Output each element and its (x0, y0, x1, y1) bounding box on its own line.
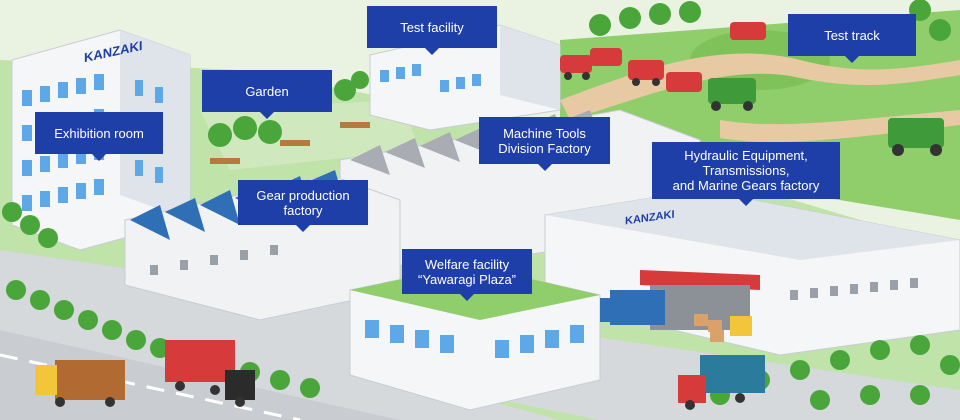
machine-tools-label[interactable]: Machine Tools Division Factory (479, 117, 610, 171)
test-track-label[interactable]: Test track (788, 14, 916, 63)
hydraulic-label-line1: Hydraulic Equipment, (684, 148, 808, 163)
trucks (35, 290, 765, 410)
welfare-label-line1: Welfare facility (424, 256, 510, 272)
hydraulic-label-line2: Transmissions, (702, 163, 790, 178)
welfare-facility-label[interactable]: Welfare facility “Yawaragi Plaza” (402, 249, 532, 301)
welfare-windows (365, 320, 584, 358)
hydraulic-factory-windows (790, 278, 918, 300)
gear-production-windows (150, 245, 278, 275)
gear-production-label[interactable]: Gear production factory (238, 180, 368, 232)
test-facility-windows (380, 64, 481, 92)
cargo-boxes (694, 314, 724, 342)
gear-production-label-line1: Gear production (256, 187, 350, 203)
road-marking (0, 353, 301, 420)
benches (210, 122, 370, 164)
exhibition-room-label[interactable]: Exhibition room (35, 112, 163, 161)
exhibition-room-label-line1: Exhibition room (54, 125, 144, 141)
garden-label[interactable]: Garden (202, 70, 332, 119)
test-facility-label-line1: Test facility (400, 19, 464, 35)
test-facility-label[interactable]: Test facility (367, 6, 497, 55)
garden-label-line1: Garden (245, 83, 289, 99)
test-track-label-line1: Test track (824, 27, 880, 43)
machine-tools-label-line1: Machine Tools (503, 125, 586, 141)
test-facility-side (500, 25, 560, 110)
welfare-label-line2: “Yawaragi Plaza” (417, 271, 517, 287)
gear-production-label-line2: factory (283, 202, 323, 218)
mowers (560, 22, 944, 156)
hydraulic-factory-label[interactable]: Hydraulic Equipment, Transmissions, and … (652, 142, 840, 206)
hydraulic-label-line3: and Marine Gears factory (672, 178, 820, 193)
hydraulic-factory-roof (545, 190, 960, 260)
machine-tools-label-line2: Division Factory (498, 140, 591, 156)
